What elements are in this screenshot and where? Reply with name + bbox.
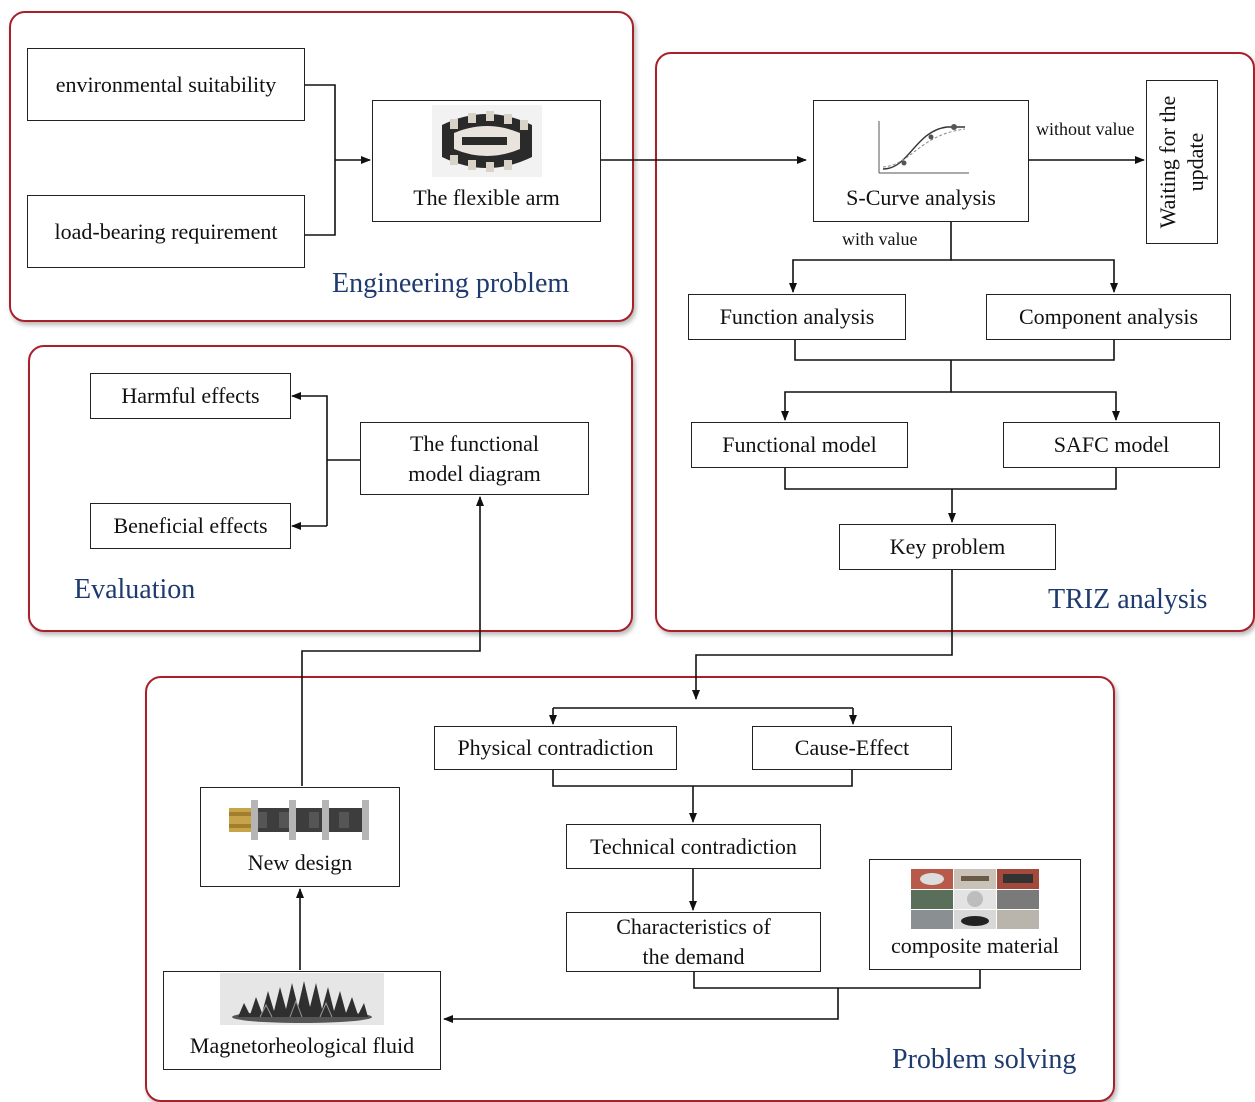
node-label-line-1: Characteristics of	[616, 914, 771, 939]
node-label: SAFC model	[1053, 432, 1170, 457]
node-functional-model: Functional model	[691, 422, 908, 468]
node-label: The flexible arm	[413, 185, 560, 210]
flexible-arm-image	[431, 105, 542, 177]
node-functional-model-diagram: The functional model diagram	[360, 422, 589, 495]
node-characteristics-of-demand: Characteristics of the demand	[566, 912, 821, 972]
node-label: Magnetorheological fluid	[189, 1033, 415, 1058]
node-physical-contradiction: Physical contradiction	[434, 726, 677, 770]
node-label: S-Curve analysis	[846, 185, 996, 210]
node-key-problem: Key problem	[839, 524, 1056, 570]
node-function-analysis: Function analysis	[688, 294, 906, 340]
node-label: Cause-Effect	[794, 735, 910, 760]
node-beneficial-effects: Beneficial effects	[90, 503, 291, 549]
new-design-image	[229, 800, 369, 840]
node-load-bearing-requirement: load-bearing requirement	[27, 195, 305, 268]
magnetorheological-fluid-image	[220, 973, 384, 1025]
node-label-line-1: The functional	[410, 430, 539, 456]
node-flexible-arm: The flexible arm	[372, 100, 601, 222]
node-label: Harmful effects	[121, 383, 260, 408]
node-s-curve-analysis: S-Curve analysis	[813, 100, 1029, 222]
node-environmental-suitability: environmental suitability	[27, 48, 305, 121]
node-label: New design	[247, 850, 353, 875]
node-waiting-for-update: Waiting for the update	[1146, 80, 1218, 244]
node-label: Key problem	[889, 534, 1006, 559]
node-label-line-2: the demand	[642, 944, 745, 969]
node-safc-model: SAFC model	[1003, 422, 1220, 468]
s-curve-image	[878, 121, 969, 174]
node-component-analysis: Component analysis	[986, 294, 1231, 340]
node-label: composite material	[891, 933, 1059, 958]
panel-title-engineering: Engineering problem	[332, 268, 570, 299]
panel-title-evaluation: Evaluation	[74, 574, 196, 605]
composite-material-image	[911, 869, 1039, 929]
panel-title-triz: TRIZ analysis	[1048, 584, 1208, 615]
node-magnetorheological-fluid: Magnetorheological fluid	[163, 971, 441, 1070]
node-cause-effect: Cause-Effect	[752, 726, 952, 770]
node-label: environmental suitability	[55, 71, 277, 97]
node-label: Beneficial effects	[113, 513, 268, 538]
node-label: Physical contradiction	[457, 735, 654, 760]
node-label: Technical contradiction	[590, 833, 797, 859]
node-composite-material: composite material	[869, 859, 1081, 970]
node-label: load-bearing requirement	[54, 218, 278, 244]
node-harmful-effects: Harmful effects	[90, 373, 291, 419]
node-label: Waiting for the update	[1155, 95, 1208, 229]
panel-title-problem-solving: Problem solving	[892, 1044, 1077, 1075]
node-label: Functional model	[722, 432, 877, 457]
edge-label-with-value: with value	[842, 229, 918, 249]
node-label: Function analysis	[719, 304, 875, 329]
node-new-design: New design	[200, 787, 400, 887]
node-label: Component analysis	[1018, 304, 1199, 329]
node-label-line-2: model diagram	[408, 460, 541, 486]
edge-label-without-value: without value	[1036, 119, 1135, 139]
node-technical-contradiction: Technical contradiction	[566, 824, 821, 869]
